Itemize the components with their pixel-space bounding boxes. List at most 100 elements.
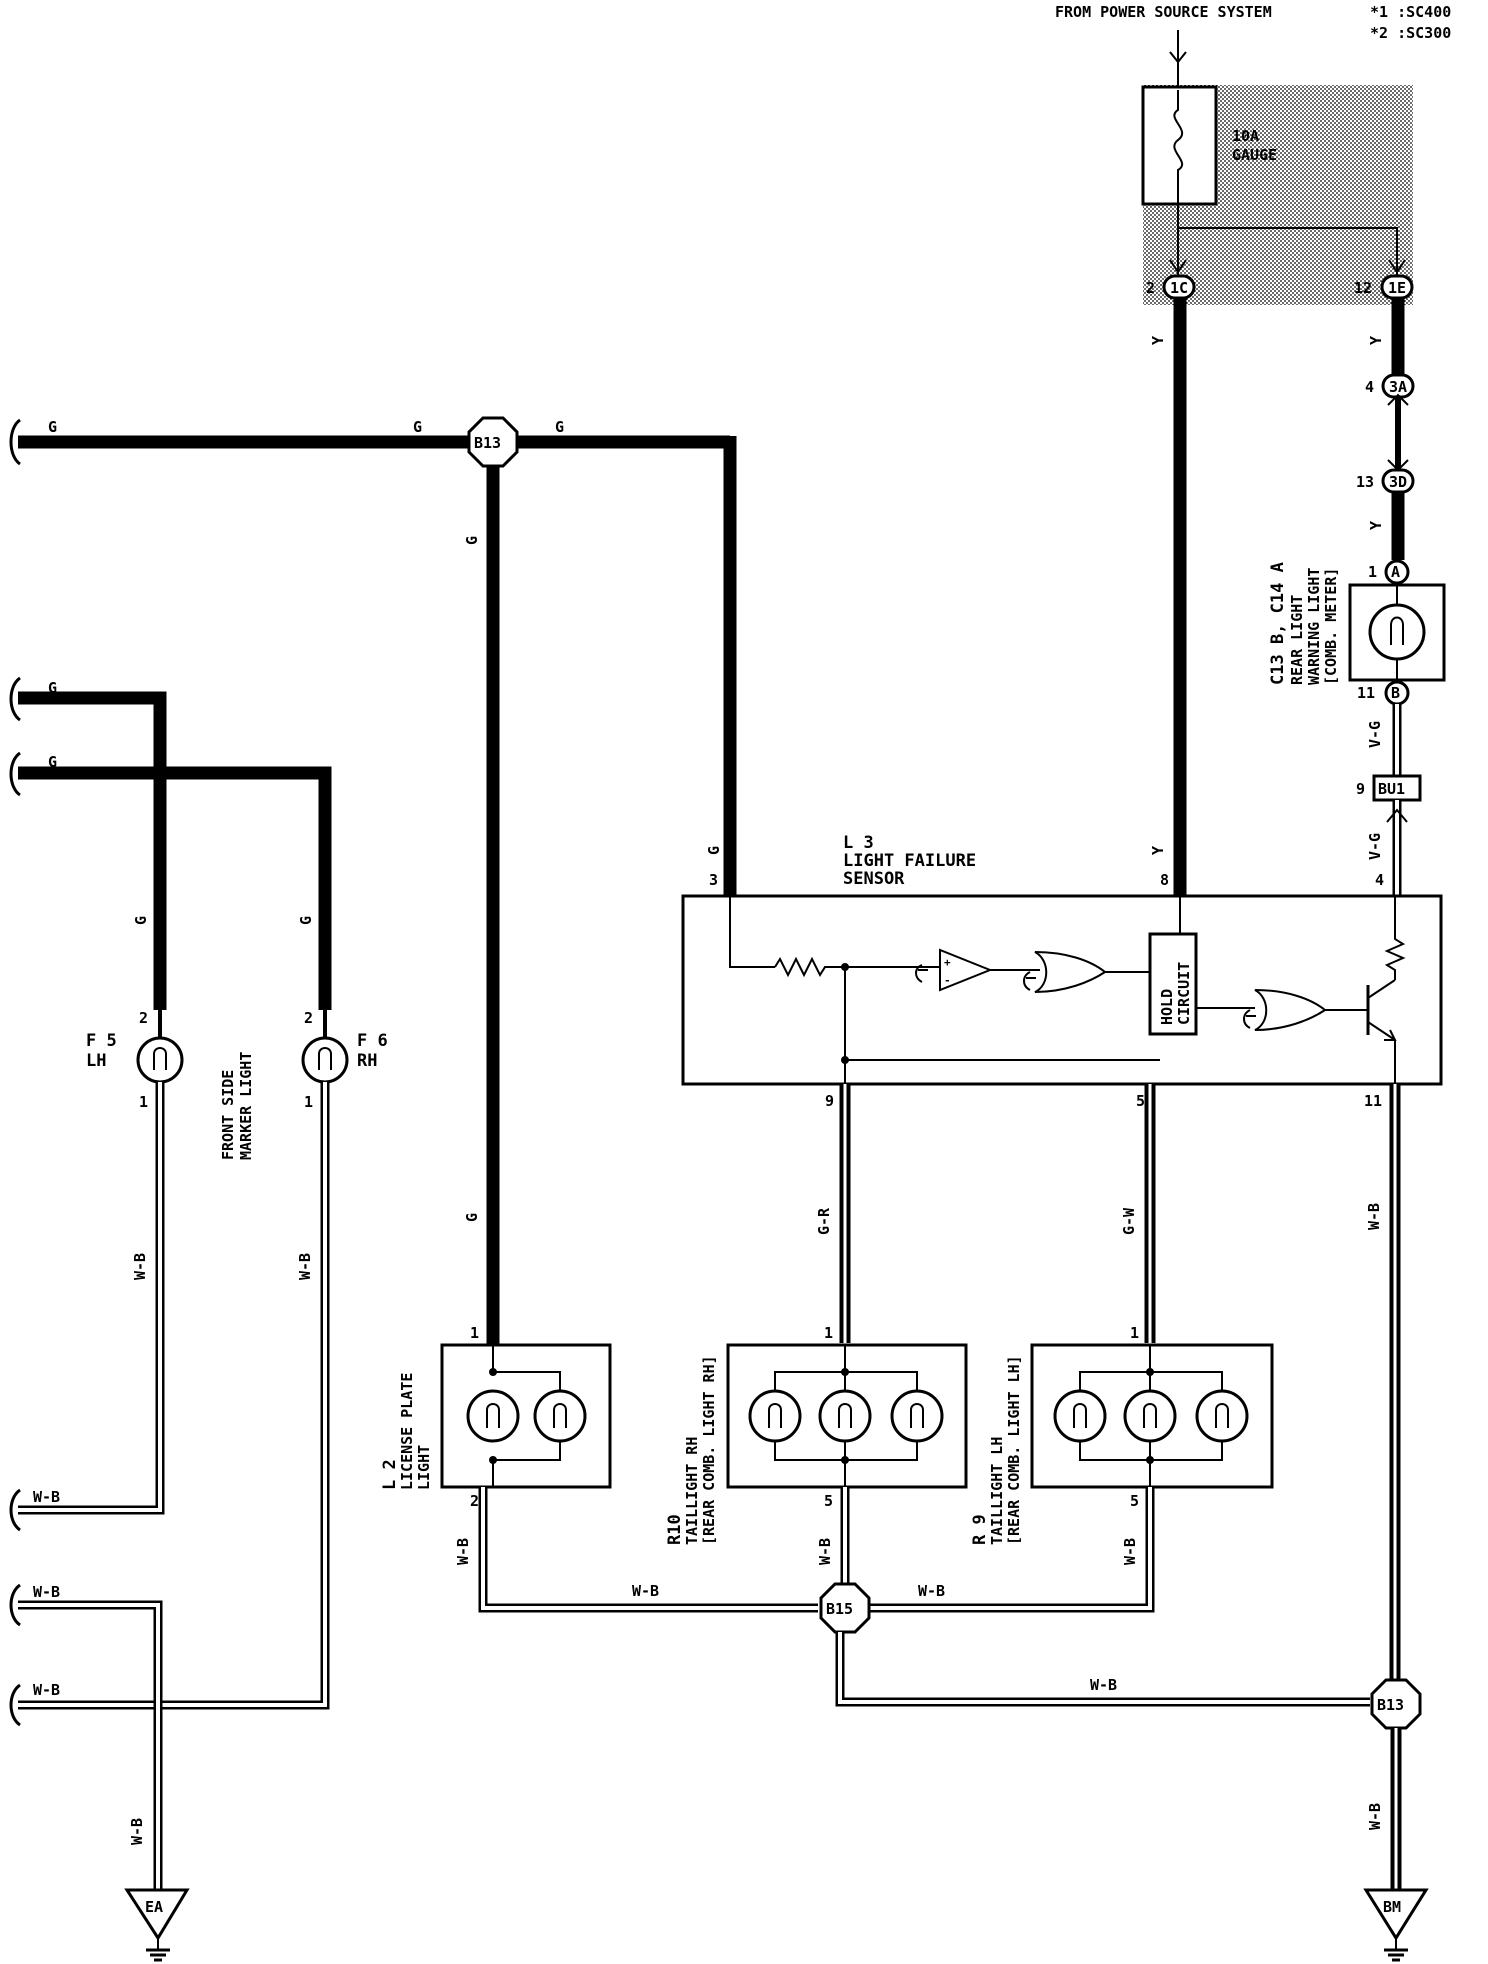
ground-bm-label: BM	[1383, 1898, 1401, 1916]
wire-color-g: G	[297, 916, 315, 925]
filament-icon	[910, 1403, 924, 1428]
lamp-f5-pin-top: 2	[139, 1009, 148, 1027]
wire-color-wb: W-B	[1121, 1538, 1139, 1565]
sensor-pin-4: 4	[1375, 871, 1384, 889]
ground-bm	[1363, 1888, 1429, 1941]
wire-color-g: G	[48, 418, 57, 436]
wire-break-icon	[9, 418, 22, 466]
wire-color-wb: W-B	[33, 1488, 60, 1506]
connector-3a-id: 3A	[1389, 378, 1407, 396]
connector-1e-pin: 12	[1354, 279, 1372, 297]
l2-code: L 2	[380, 1459, 400, 1490]
filament-icon	[153, 1047, 167, 1070]
wire-break-icon	[9, 1683, 21, 1727]
junction-b13-bottom	[1370, 1678, 1422, 1730]
sensor-pin-11: 11	[1364, 1092, 1382, 1110]
r10-bulb-icon	[890, 1389, 944, 1443]
l2-bulb-icon	[533, 1389, 587, 1443]
filament-icon	[1143, 1403, 1157, 1428]
sensor-pin-5: 5	[1136, 1092, 1145, 1110]
meter-line2: WARNING LIGHT	[1305, 568, 1323, 685]
wire-color-wb: W-B	[454, 1538, 472, 1565]
r9-line2: [REAR COMB. LIGHT LH]	[1005, 1355, 1023, 1545]
wire-g-f6	[18, 766, 332, 1010]
r9-line1: TAILLIGHT LH	[988, 1437, 1006, 1545]
or-gate-icon	[1254, 989, 1327, 1031]
wire-color-y: Y	[1149, 336, 1167, 345]
sensor-pin-8: 8	[1160, 871, 1169, 889]
junction-b13-bottom-label: B13	[1377, 1696, 1404, 1714]
connector-3d-pin: 13	[1356, 473, 1374, 491]
sensor-line1: LIGHT FAILURE	[843, 851, 976, 871]
fuse-box	[1141, 85, 1218, 206]
wire-color-g: G	[132, 916, 150, 925]
wire-color-wb: W-B	[1365, 1203, 1383, 1230]
arrow-icon	[1169, 259, 1187, 274]
r10-line1: TAILLIGHT RH	[683, 1437, 701, 1545]
wire-break-icon	[9, 676, 22, 722]
wire-color-wb: W-B	[131, 1253, 149, 1280]
lamp-f6-pin-top: 2	[304, 1009, 313, 1027]
filament-icon	[768, 1403, 782, 1428]
fuse-branch-wire	[1178, 227, 1398, 275]
r9-pin-bot: 5	[1130, 1492, 1139, 1510]
svg-text:-: -	[944, 974, 951, 987]
wire-color-wb: W-B	[33, 1681, 60, 1699]
fuse-icon	[1173, 90, 1184, 204]
wire-color-y: Y	[1367, 336, 1385, 345]
sensor-pin-3: 3	[709, 871, 718, 889]
wire-color-wb: W-B	[1090, 1676, 1117, 1694]
lamp-f6-bulb-icon	[301, 1036, 349, 1084]
meter-pin-b-id: B	[1391, 684, 1400, 702]
wire-color-g: G	[413, 418, 422, 436]
ground-ea-label: EA	[145, 1898, 163, 1916]
svg-text:+: +	[944, 956, 951, 969]
wire-break-icon	[9, 1488, 21, 1532]
power-arrow-icon	[1169, 51, 1187, 64]
wire-color-g: G	[463, 1213, 481, 1222]
l2-pin-bot: 2	[470, 1492, 479, 1510]
meter-line1: REAR LIGHT	[1288, 595, 1306, 685]
connector-1c-pin: 2	[1146, 279, 1155, 297]
wire-color-y: Y	[1367, 521, 1385, 530]
warning-bulb-icon	[1368, 603, 1426, 661]
reference-icon	[915, 964, 928, 983]
wire-wb-f6	[18, 1082, 330, 1710]
filament-icon	[838, 1403, 852, 1428]
filament-icon	[1215, 1403, 1229, 1428]
connector-3a-pin: 4	[1365, 378, 1374, 396]
r10-line2: [REAR COMB. LIGHT RH]	[700, 1355, 718, 1545]
connector-bu1-pin: 9	[1356, 780, 1365, 798]
lamp-f6-code: F 6	[357, 1031, 388, 1051]
lamp-f5-bulb-icon	[136, 1036, 184, 1084]
resistor-icon	[1384, 897, 1406, 980]
lamp-f5-code: F 5	[86, 1031, 117, 1051]
sensor-pin-9: 9	[825, 1092, 834, 1110]
wire-g-f5	[18, 691, 167, 1010]
hold-line1: HOLD	[1158, 989, 1176, 1025]
meter-pin-b-num: 11	[1357, 684, 1375, 702]
wire-color-y: Y	[1149, 846, 1167, 855]
lamp-f6-side: RH	[357, 1051, 377, 1071]
l2-bulb-icon	[466, 1389, 520, 1443]
or-gate-icon	[1034, 951, 1107, 993]
wire-color-g: G	[463, 536, 481, 545]
wire-break-icon	[9, 751, 22, 797]
connector-1c-id: 1C	[1170, 279, 1188, 297]
meter-pin-a-num: 1	[1368, 563, 1377, 581]
wire-color-gr: G-R	[815, 1207, 833, 1235]
wire-wb-f5	[18, 1082, 165, 1515]
lamp-f5-side: LH	[86, 1051, 106, 1071]
junction-b13-top	[467, 416, 519, 468]
wire-color-wb: W-B	[33, 1583, 60, 1601]
filament-icon	[1073, 1403, 1087, 1428]
l2-line2: LIGHT	[415, 1445, 433, 1490]
arrow-icon	[1388, 259, 1406, 274]
l2-pin-top: 1	[470, 1324, 479, 1342]
wire-color-vg: V-G	[1366, 721, 1384, 748]
l2-line1: LICENSE PLATE	[398, 1373, 416, 1490]
wire-color-wb: W-B	[296, 1253, 314, 1280]
note-sc400: *1 :SC400	[1370, 3, 1451, 21]
front-side-line1: FRONT SIDE	[219, 1070, 237, 1160]
